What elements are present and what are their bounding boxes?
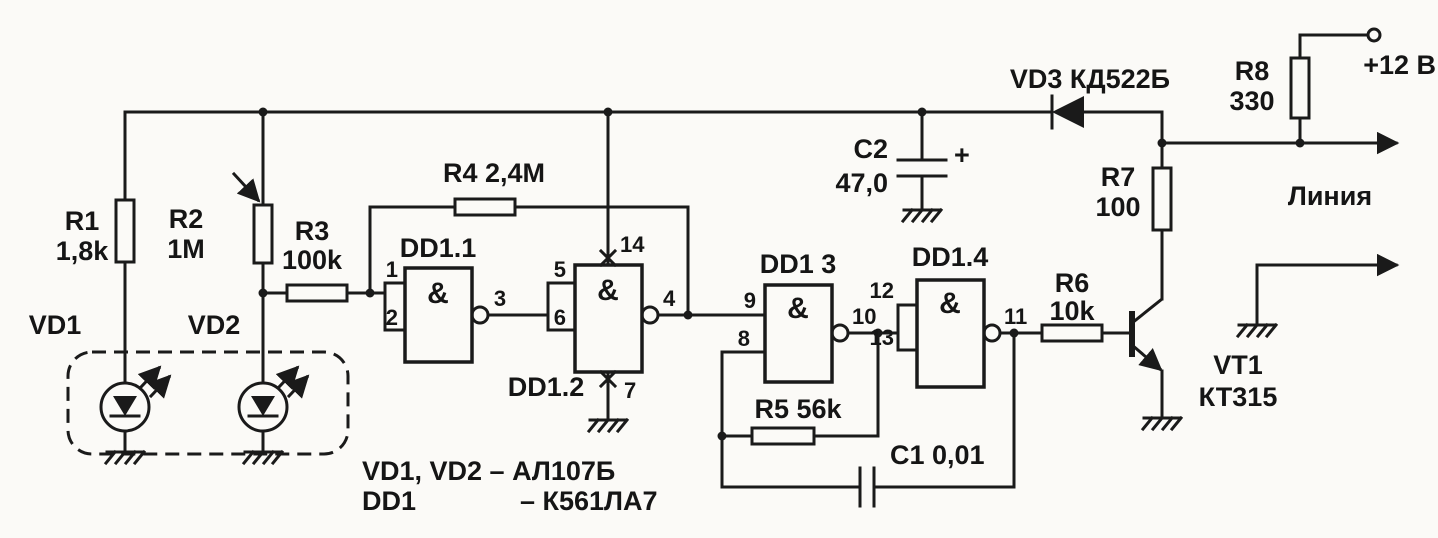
r6-value-label: 10k (1049, 296, 1095, 326)
pin-13-label: 13 (870, 325, 894, 350)
gate-dd1-2 (573, 248, 660, 389)
pin-10-label: 10 (852, 304, 876, 329)
optocoupler-dashed-outline (66, 350, 350, 456)
r2-ref-label: R2 (169, 204, 204, 234)
r2-adjust-arrow-icon (231, 171, 261, 203)
pin-14-label: 14 (620, 232, 645, 257)
r2-value-label: 1M (167, 234, 205, 264)
diode-vd3 (1050, 94, 1084, 130)
note-line2-ref: DD1 (362, 486, 416, 516)
wire-dd11-out (486, 281, 577, 332)
wire-r4-feedback (368, 205, 690, 317)
pin-8-label: 8 (738, 326, 750, 351)
pin-5-label: 5 (554, 257, 566, 282)
gate-dd1-1 (403, 266, 490, 364)
led-vd2 (237, 365, 310, 433)
pin7-cross-icon (598, 369, 618, 389)
emission-arrow-icon (147, 374, 172, 399)
dd1-4-label: DD1.4 (912, 242, 989, 272)
pin-11-label: 11 (1004, 304, 1027, 329)
emission-arrow-icon (137, 365, 162, 390)
pin14-cross-icon (598, 248, 618, 268)
capacitor-c2 (896, 158, 948, 178)
wire-r5-loop (720, 331, 880, 489)
power-label: +12 В (1363, 50, 1436, 80)
r4-label: R4 2,4M (443, 158, 545, 188)
vd3-label: VD3 КД522Б (1010, 64, 1170, 94)
wire-vt1-r7 (1129, 141, 1164, 420)
emission-arrow-icon (275, 365, 300, 390)
resistor-r4 (453, 197, 517, 217)
r8-ref-label: R8 (1235, 56, 1270, 86)
r3-ref-label: R3 (295, 216, 330, 246)
ground-icon (1236, 323, 1278, 338)
pin-7-label: 7 (624, 378, 636, 403)
resistor-r7 (1151, 166, 1173, 232)
r7-value-label: 100 (1095, 192, 1140, 222)
wire-r3-inputs (261, 281, 407, 332)
pin-6-label: 6 (554, 305, 566, 330)
vd1-label: VD1 (29, 310, 82, 340)
r6-ref-label: R6 (1055, 268, 1090, 298)
power-terminal-icon (1366, 27, 1382, 43)
pin-12-label: 12 (870, 278, 894, 303)
r5-label: R5 56k (754, 394, 842, 424)
resistor-r8 (1289, 56, 1311, 120)
r8-value-label: 330 (1229, 86, 1274, 116)
r1-ref-label: R1 (65, 206, 100, 236)
dd1-3-label: DD1 3 (760, 249, 837, 279)
note-line1: VD1, VD2 – АЛ107Б (362, 456, 615, 486)
wire-c1-loop (720, 331, 1016, 489)
dd1-2-and-symbol: & (597, 274, 619, 307)
wire-network (123, 33, 1370, 489)
resistor-r3 (285, 283, 349, 303)
dd1-1-and-symbol: & (427, 277, 449, 310)
resistor-r5 (750, 426, 816, 446)
vt1-value-label: КТ315 (1199, 382, 1278, 412)
emission-arrow-icon (285, 374, 310, 399)
ground-icon (901, 208, 943, 223)
ground-icon (587, 418, 629, 433)
gate-dd1-3 (763, 283, 850, 384)
resistor-r1 (114, 198, 136, 264)
resistor-r2-trimmer (252, 203, 274, 265)
wire-dd13-out (846, 303, 919, 352)
emitter-arrow-icon (1129, 342, 1163, 372)
c2-ref-label: C2 (853, 134, 888, 164)
gate-dd1-4 (915, 278, 1002, 389)
dd1-3-and-symbol: & (787, 292, 809, 325)
junction-dots (258, 107, 1305, 441)
pin-9-label: 9 (744, 288, 756, 313)
r7-ref-label: R7 (1101, 162, 1136, 192)
line-output-label: Линия (1288, 181, 1372, 211)
r3-value-label: 100k (282, 245, 343, 275)
dd1-2-label: DD1.2 (508, 372, 585, 402)
capacitor-c1 (858, 466, 876, 508)
vd2-label: VD2 (188, 310, 241, 340)
pin-2-label: 2 (386, 305, 398, 330)
pin-1-label: 1 (386, 257, 398, 282)
transistor-vt1 (1129, 311, 1163, 372)
pin-3-label: 3 (494, 286, 506, 311)
c2-polarity-label: + (954, 140, 970, 170)
r1-value-label: 1,8k (56, 236, 110, 266)
dd1-4-and-symbol: & (939, 287, 961, 320)
pin-4-label: 4 (663, 286, 676, 311)
dd1-1-label: DD1.1 (400, 233, 477, 263)
resistor-r6 (1040, 323, 1104, 343)
ground-icon (1141, 416, 1183, 431)
led-vd1 (99, 365, 172, 433)
wire-top-bus (123, 110, 1164, 145)
note-line2-value: – К561ЛА7 (520, 486, 658, 516)
c2-value-label: 47,0 (835, 168, 888, 198)
c1-label: C1 0,01 (890, 440, 985, 470)
vt1-ref-label: VT1 (1213, 350, 1263, 380)
